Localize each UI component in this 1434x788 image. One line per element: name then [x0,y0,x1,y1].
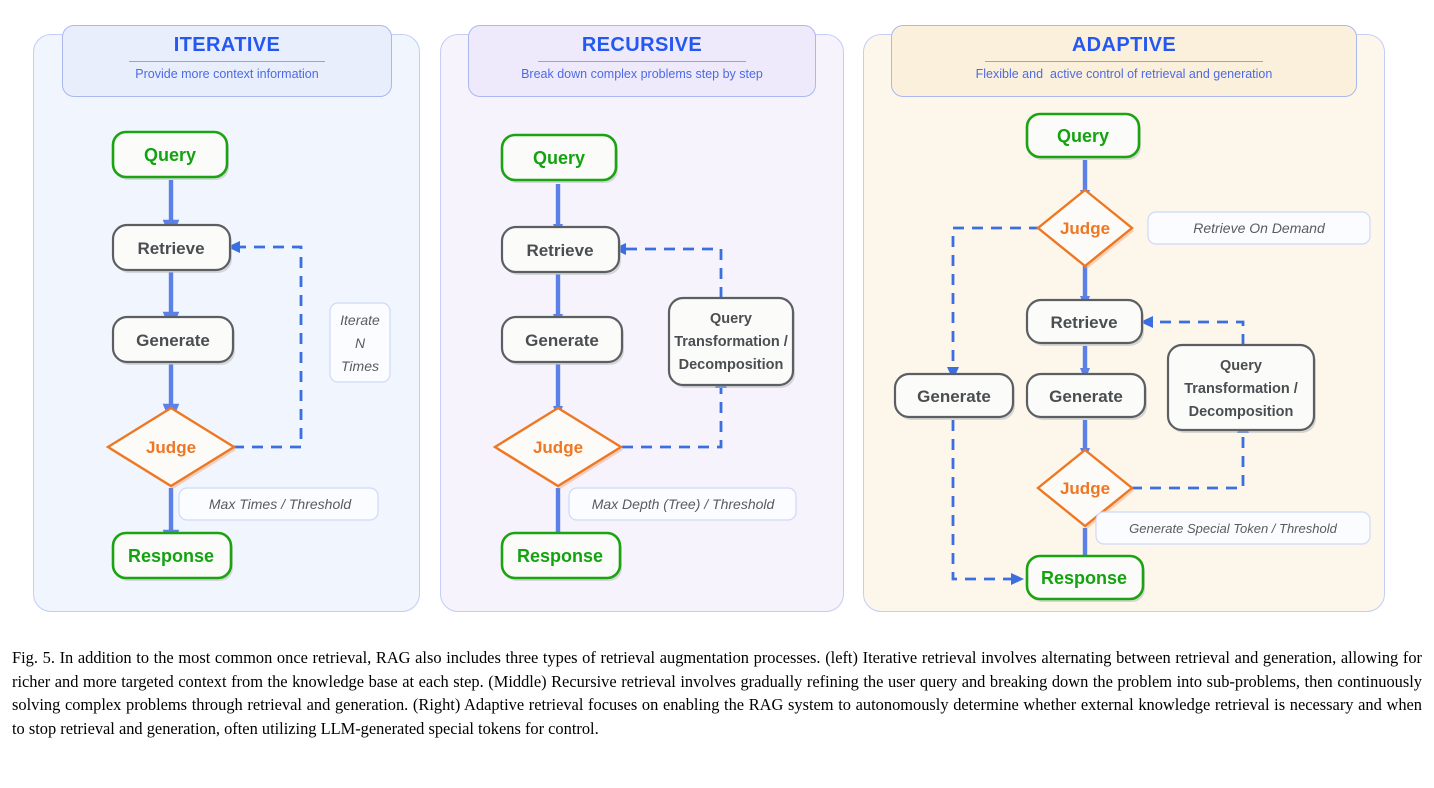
panel-title-rule [538,61,746,62]
node-query-recursive[interactable]: Query [500,133,618,183]
figure-caption: Fig. 5. In addition to the most common o… [12,646,1422,740]
note-max-depth-threshold: Max Depth (Tree) / Threshold [568,487,797,521]
node-query-transformation-recursive[interactable]: Query Transformation / Decomposition [667,296,795,388]
node-query-label: Query [533,148,585,168]
node-retrieve-label: Retrieve [526,241,593,260]
note-generate-special-token: Generate Special Token / Threshold [1095,511,1371,545]
node-retrieve-recursive[interactable]: Retrieve [500,225,621,275]
node-generate-bypass-label: Generate [917,387,991,406]
edge-loop-judge-retrieve [233,245,303,449]
node-generate-adaptive[interactable]: Generate [1025,372,1147,420]
panel-title-iterative: ITERATIVE [173,34,281,56]
node-transform-line3: Decomposition [1189,404,1294,420]
edge-judge2-transform [1131,433,1245,490]
note-iterate-line1: Iterate [340,312,380,328]
node-transform-line1: Query [1220,358,1262,374]
panel-title-rule [128,61,326,62]
node-generate-label: Generate [1049,387,1123,406]
node-retrieve-label: Retrieve [137,239,204,258]
node-judge-iterative[interactable]: Judge [105,406,237,489]
node-query-iterative[interactable]: Query [111,130,229,180]
node-generate-recursive[interactable]: Generate [500,315,624,365]
node-judge-top-adaptive[interactable]: Judge [1036,188,1134,269]
diagram-adaptive: Query Judge Retrieve Generate Generate [893,112,1371,602]
note-exit-label: Generate Special Token / Threshold [1129,521,1337,536]
node-response-iterative[interactable]: Response [111,531,233,581]
node-judge-bottom-label: Judge [1060,479,1110,498]
note-exit-label: Max Depth (Tree) / Threshold [592,496,776,512]
node-judge-label: Judge [533,438,583,457]
note-iterate-n-times: Iterate N Times [329,302,391,383]
node-response-adaptive[interactable]: Response [1025,554,1145,602]
panel-title-adaptive: ADAPTIVE [1071,34,1177,56]
panel-title-recursive: RECURSIVE [581,34,703,56]
node-judge-recursive[interactable]: Judge [492,406,624,489]
diagram-recursive: Query Retrieve Generate Judge Response Q… [492,133,797,581]
node-retrieve-iterative[interactable]: Retrieve [111,223,232,273]
note-iterate-line2: N [355,335,366,351]
node-query-label: Query [1057,126,1109,146]
node-judge-top-label: Judge [1060,219,1110,238]
note-on-demand-label: Retrieve On Demand [1193,220,1326,236]
panel-header-iterative: ITERATIVE Provide more context informati… [62,25,392,97]
node-judge-label: Judge [146,438,196,457]
edge-bypass-judge-generate [951,226,1040,367]
node-query-adaptive[interactable]: Query [1025,112,1141,160]
node-query-label: Query [144,145,196,165]
node-generate-label: Generate [525,331,599,350]
edge-judge-transform [622,388,723,449]
node-retrieve-adaptive[interactable]: Retrieve [1025,298,1144,346]
panel-subtitle-recursive: Break down complex problems step by step [521,67,763,81]
node-response-label: Response [517,546,603,566]
arrowhead-transform-retrieve [1140,316,1153,328]
node-generate-label: Generate [136,331,210,350]
node-response-label: Response [128,546,214,566]
panel-subtitle-iterative: Provide more context information [135,67,319,81]
node-judge-bottom-adaptive[interactable]: Judge [1036,448,1134,529]
edge-bypass-generate-response [951,420,1011,581]
note-exit-label: Max Times / Threshold [209,496,352,512]
node-transform-line3: Decomposition [679,357,784,373]
node-response-recursive[interactable]: Response [500,531,622,581]
panel-header-recursive: RECURSIVE Break down complex problems st… [468,25,816,97]
node-query-transformation-adaptive[interactable]: Query Transformation / Decomposition [1166,343,1316,433]
node-response-label: Response [1041,568,1127,588]
node-generate-iterative[interactable]: Generate [111,315,235,365]
panel-header-adaptive: ADAPTIVE Flexible and active control of … [891,25,1357,97]
node-transform-line2: Transformation / [1184,381,1298,397]
note-max-times-threshold: Max Times / Threshold [178,487,379,521]
figure-caption-text: In addition to the most common once retr… [12,648,1422,738]
node-generate-bypass-adaptive[interactable]: Generate [893,372,1015,420]
edge-transform-retrieve [626,247,723,298]
note-retrieve-on-demand: Retrieve On Demand [1147,211,1371,245]
arrowhead-bypass-response [1011,573,1024,585]
node-transform-line1: Query [710,311,752,327]
diagram-iterative: Query Retrieve Generate Judge Response [105,130,391,581]
figure-label: Fig. 5. [12,648,55,667]
panel-title-rule [984,61,1264,62]
note-iterate-line3: Times [341,358,379,374]
node-transform-line2: Transformation / [674,334,788,350]
panel-subtitle-adaptive: Flexible and active control of retrieval… [975,67,1273,81]
arrowhead-loop-retrieve [227,241,240,253]
node-retrieve-label: Retrieve [1050,313,1117,332]
edge-transform-retrieve [1153,320,1245,345]
